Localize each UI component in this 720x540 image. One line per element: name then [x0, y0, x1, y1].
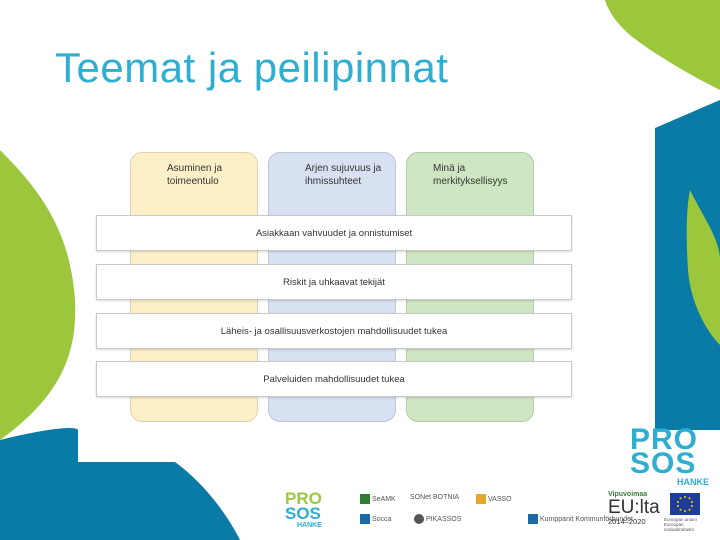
partner-logo: PIKASSOS — [414, 514, 461, 524]
partner-mark-icon — [476, 494, 486, 504]
partner-logo: Kumppanit Kommunförbundet — [528, 514, 633, 524]
slide-title: Teemat ja peilipinnat — [55, 44, 449, 91]
column-label: Asuminen ja toimeentulo — [167, 163, 223, 187]
bottom-teal-shape — [78, 462, 240, 540]
right-teal-shape — [655, 100, 720, 430]
mirror-band-strengths: Asiakkaan vahvuudet ja onnistumiset — [96, 215, 572, 251]
partner-logo: VASSO — [476, 494, 512, 504]
eu-funding-block: Vipuvoimaa EU:lta 2014–2020 — [608, 491, 660, 526]
prosos-logo-large: PRO SOS HANKE — [630, 423, 709, 488]
mirror-band-networks: Läheis- ja osallisuusverkostojen mahdoll… — [96, 313, 572, 349]
eu-fund-caption: Euroopan unioni Euroopan sosiaalirahasto — [664, 517, 697, 532]
mirror-band-risks: Riskit ja uhkaavat tekijät — [96, 264, 572, 300]
partner-mark-icon — [360, 514, 370, 524]
partner-logo: SeAMK — [360, 494, 396, 504]
left-green-shape — [0, 150, 76, 440]
prosos-logo-footer: PRO SOS HANKE — [285, 489, 322, 529]
partner-mark-icon — [414, 514, 424, 524]
partner-mark-icon — [528, 514, 538, 524]
left-teal-shape — [0, 428, 78, 540]
right-green-shape — [605, 0, 720, 90]
column-label: Minä ja merkityksellisyys — [433, 163, 508, 187]
column-label: Arjen sujuvuus ja ihmissuhteet — [305, 163, 382, 187]
mirror-band-services: Palveluiden mahdollisuudet tukea — [96, 361, 572, 397]
partner-logo: Socca — [360, 514, 391, 524]
partner-mark-icon — [360, 494, 370, 504]
right-green-lower-shape — [686, 190, 720, 345]
eu-flag-icon — [670, 493, 700, 515]
partner-logo: SONet BOTNIA — [410, 494, 460, 501]
